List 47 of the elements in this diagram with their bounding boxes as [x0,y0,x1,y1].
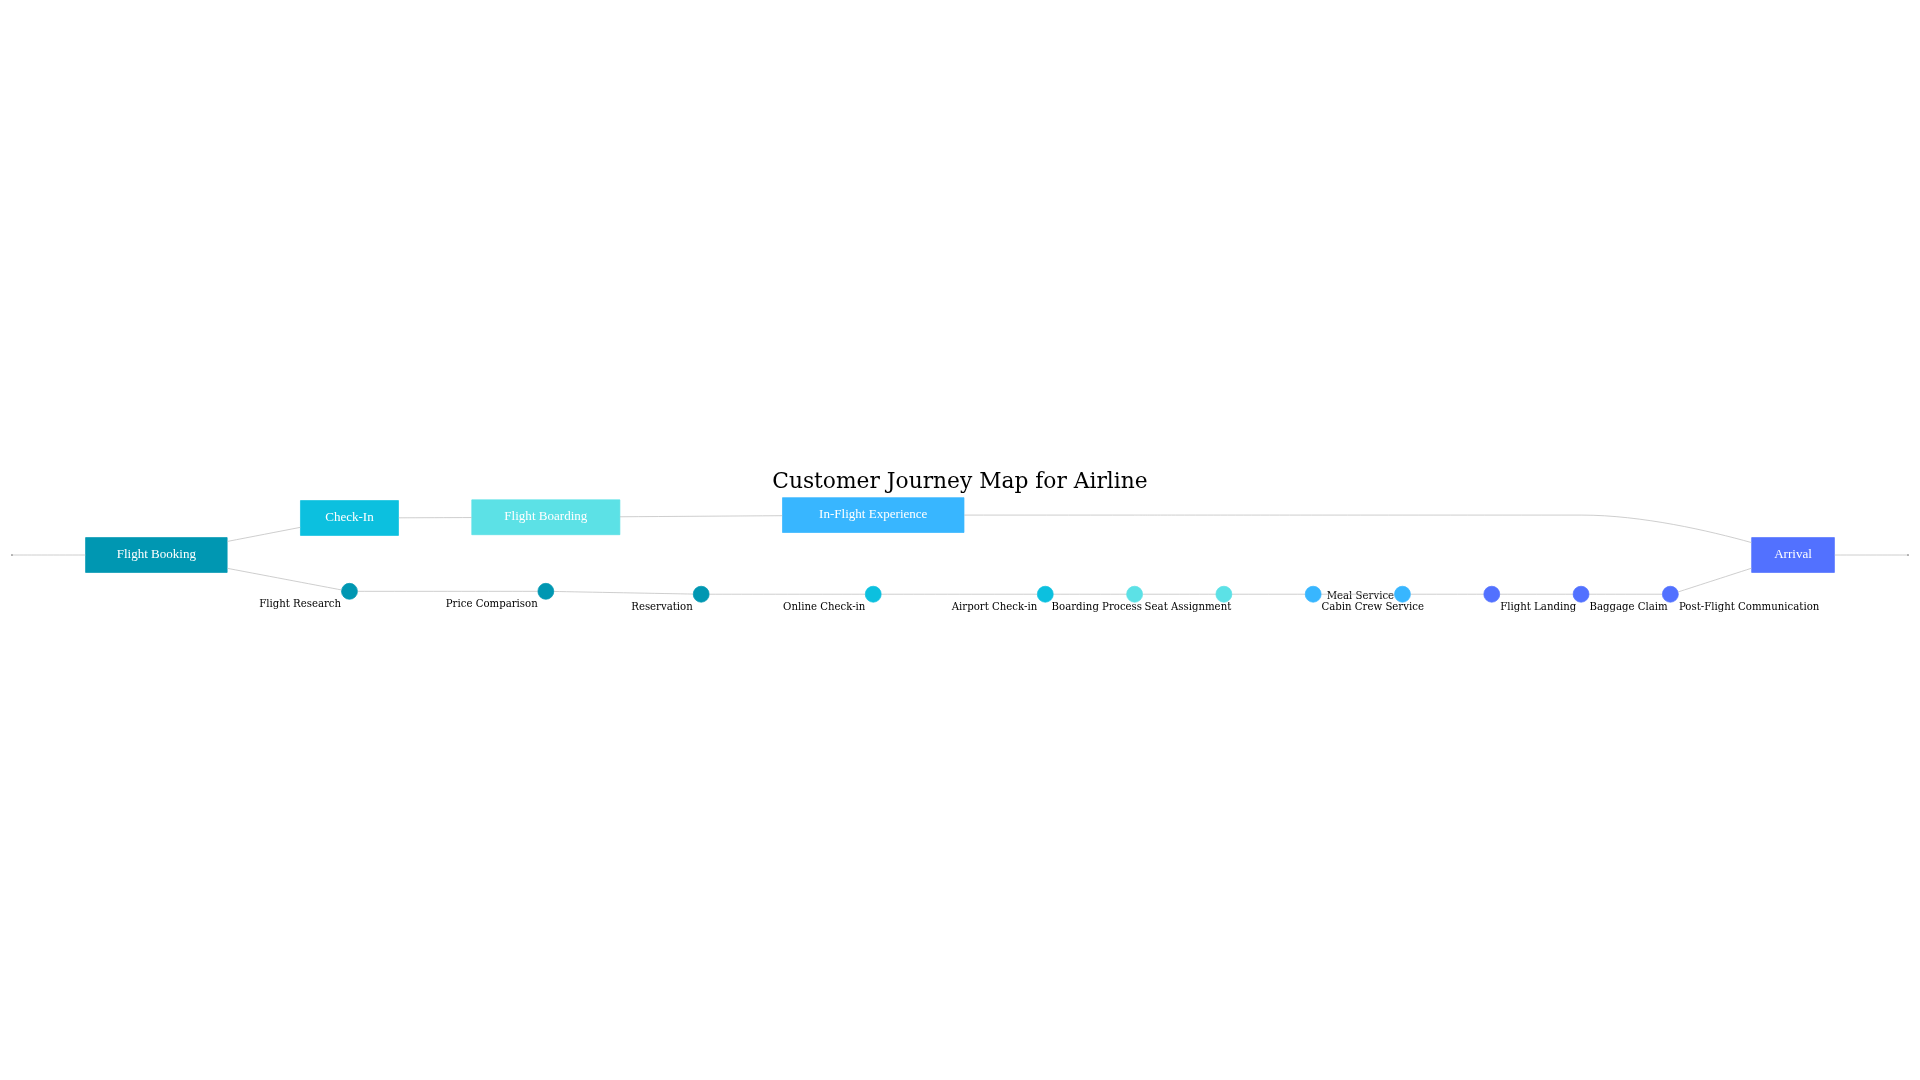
node-circle [1126,585,1143,603]
node-circle [1662,585,1679,603]
node-label: Seat Assignment [1144,600,1232,612]
node-box: Flight Boarding [471,499,621,535]
node-label: Cabin Crew Service [1321,600,1424,612]
node-circle [692,585,710,603]
node-label: Flight Research [259,597,342,609]
node-circle [1394,585,1411,603]
node-box: Check-In [300,499,399,536]
node-box: In-Flight Experience [782,496,965,533]
connector [1410,593,1484,595]
node-circle [1572,585,1590,603]
diagram-title: Customer Journey Map for Airline [772,467,1148,493]
connector [619,514,783,517]
connector [398,516,473,518]
node-circle [1483,585,1501,603]
node-circle [341,582,358,600]
node-box: Flight Booking [85,536,228,573]
connector [1053,593,1127,595]
node-label: Post-Flight Communication [1678,600,1820,612]
connector [1142,593,1217,595]
node-label: Meal Service [1326,589,1395,601]
connector [708,593,866,595]
node-circle [864,585,882,603]
connector [227,526,301,542]
node-box: Arrival [1751,536,1835,573]
connector [1677,567,1752,592]
connector [963,514,1752,543]
node-circle [1215,585,1233,603]
node-label: Baggage Claim [1589,600,1668,612]
node-circle [1036,585,1054,603]
node-circle [1304,585,1322,603]
connector [357,590,539,592]
node-label: Price Comparison [445,597,538,609]
node-label: Online Check-in [783,600,866,612]
connector [1499,593,1574,595]
connector [1321,593,1395,595]
node-label: Reservation [631,600,693,612]
connector [553,590,694,594]
connector [880,593,1038,595]
node-label: Boarding Process [1051,600,1143,612]
node-label: Flight Landing [1500,600,1577,612]
connector [1588,593,1663,595]
connector [227,567,342,590]
connector [1231,593,1306,595]
node-label: Airport Check-in [951,600,1038,612]
node-circle [537,582,555,600]
